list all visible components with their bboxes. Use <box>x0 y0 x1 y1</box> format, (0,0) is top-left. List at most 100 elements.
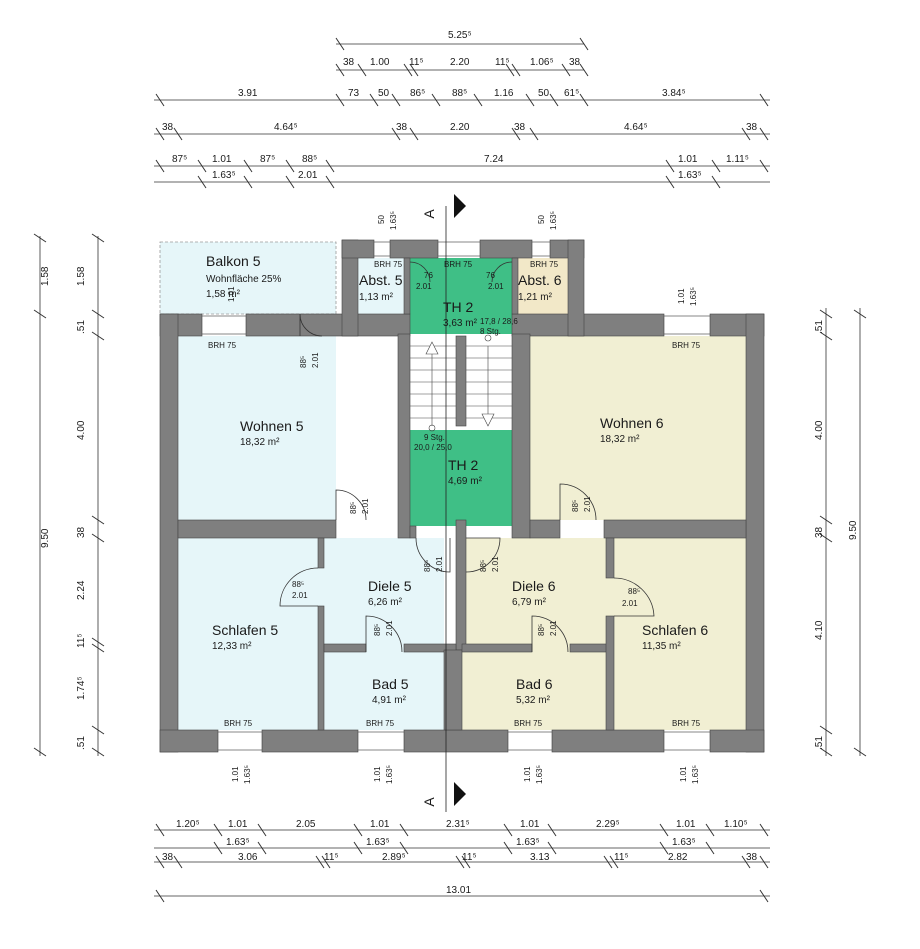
door-label-h: 2.01 <box>292 591 308 600</box>
diele5-name: Diele 5 <box>368 578 412 594</box>
dim-right-outer-0: 9.50 <box>848 520 859 540</box>
th2-lower-area: 4,69 m² <box>448 476 483 487</box>
door-label-w: 88⁵ <box>299 356 308 368</box>
wall-wohnen6-bottom-2 <box>603 519 747 539</box>
wall-bad5-top-2 <box>403 643 457 653</box>
dim-top-r5-6: 1.11⁵ <box>726 154 749 165</box>
dim-top-r2-0: 38 <box>343 57 355 68</box>
window-bad6 <box>507 731 553 751</box>
dim-top-r1-0: 5.25⁵ <box>448 30 472 41</box>
door-label-w: 88⁵ <box>571 500 580 512</box>
wohnen6-area: 18,32 m² <box>600 434 640 445</box>
right-dimension-chains: .51 4.00 38 4.10 .51 9.50 <box>814 308 867 757</box>
dim-left-outer-1: 9.50 <box>40 528 51 548</box>
dim-top-r5-0: 87⁵ <box>172 154 187 165</box>
window-label-w: 1.01 <box>677 288 686 304</box>
bad6-area: 5,32 m² <box>516 695 551 706</box>
section-label-bottom: A <box>421 797 437 807</box>
stair-core <box>455 335 467 427</box>
dim-bot-r1-sub-0: 1.63⁵ <box>226 837 250 848</box>
window-wohnen6 <box>663 315 711 335</box>
section-label-top: A <box>421 209 437 219</box>
dim-bot-r1-5: 1.01 <box>520 819 540 830</box>
dim-top-r4-4: 38 <box>514 122 526 133</box>
dim-top-r4-2: 38 <box>396 122 408 133</box>
schlafen6-name: Schlafen 6 <box>642 622 708 638</box>
stair-upper-note-1: 17,8 / 28,6 <box>480 317 518 326</box>
dim-top-r5-sub-2: 1.63⁵ <box>678 170 702 181</box>
door-abst6 <box>491 261 513 283</box>
door-label-small-w: 76 <box>486 271 495 280</box>
dim-bot-r1-7: 1.01 <box>676 819 696 830</box>
bad5-area: 4,91 m² <box>372 695 407 706</box>
door-label-h: 2.01 <box>491 556 500 572</box>
door-label-h: 2.01 <box>416 282 432 291</box>
th2-lower-fill <box>410 430 512 526</box>
dim-top-r3-8: 3.84⁵ <box>662 88 686 99</box>
door-th2-right <box>465 537 501 573</box>
dim-bot-r1-1: 1.01 <box>228 819 248 830</box>
window-abst6 <box>531 241 551 257</box>
doors <box>279 261 655 653</box>
dim-top-r3-3: 86⁵ <box>410 88 425 99</box>
door-label-h: 2.01 <box>361 498 370 514</box>
annex-wall-top-1 <box>341 239 375 259</box>
brh-schlafen5: BRH 75 <box>224 719 253 728</box>
dim-top-r5-sub-0: 1.63⁵ <box>212 170 236 181</box>
window-label-h: 1.63⁵ <box>535 765 544 784</box>
door-th2-left <box>415 537 451 573</box>
dim-top-r3-1: 73 <box>348 88 360 99</box>
dim-left-inner-6: 1.74⁵ <box>76 676 87 700</box>
th2-upper-name: TH 2 <box>443 299 474 315</box>
dim-bot-r1-3: 1.01 <box>370 819 390 830</box>
stair-end-marker-icon <box>484 334 492 342</box>
left-dimension-chains: 1.58 9.50 1.58 .51 4.00 38 2.24 11⁵ 1.74… <box>33 233 105 757</box>
window-schlafen6 <box>663 731 711 751</box>
dim-bot-r2-1: 3.06 <box>238 852 258 863</box>
annex-partition-left <box>403 257 411 315</box>
wall-diele5-left <box>317 537 325 569</box>
door-label-h: 2.01 <box>385 620 394 636</box>
diele-5-fill <box>322 538 444 648</box>
door-label-w: 88⁵ <box>423 560 432 572</box>
dim-left-inner-4: 2.24 <box>76 580 87 600</box>
wall-th2-bottom-2 <box>455 519 467 651</box>
annex-partition-right <box>511 257 519 315</box>
dim-top-r3-5: 1.16 <box>494 88 514 99</box>
brh-th2: BRH 75 <box>444 260 473 269</box>
stair-lower-note-1: 9 Stg. <box>424 433 445 442</box>
window-label-w: 50 <box>537 215 546 224</box>
diele6-name: Diele 6 <box>512 578 556 594</box>
wall-bottom-2 <box>261 729 359 753</box>
diele5-area: 6,26 m² <box>368 597 403 608</box>
balkon5-area: 1,58 m² <box>206 289 241 300</box>
windows <box>201 241 711 751</box>
dim-left-inner-0: 1.58 <box>76 266 87 286</box>
dim-bot-r1-0: 1.20⁵ <box>176 819 200 830</box>
door-schlafen6 <box>613 577 655 617</box>
window-label-h: 1.63⁵ <box>389 211 398 230</box>
door-label-h: 2.01 <box>435 556 444 572</box>
dim-top-r5-1: 1.01 <box>212 154 232 165</box>
wall-bottom-5 <box>709 729 765 753</box>
window-abst5 <box>373 241 391 257</box>
annex-wall-top-3 <box>479 239 533 259</box>
wall-wohnen5-bottom <box>177 519 337 539</box>
wall-top-left-2 <box>245 313 411 337</box>
door-bad5 <box>365 615 403 653</box>
window-label-h: 1.63⁵ <box>549 211 558 230</box>
dim-bot-r1-sub-3: 1.63⁵ <box>672 837 696 848</box>
wohnen5-area: 18,32 m² <box>240 437 280 448</box>
window-label-w: 1.01 <box>523 766 532 782</box>
dim-top-r4-0: 38 <box>162 122 174 133</box>
dim-right-inner-0: .51 <box>814 320 825 334</box>
bad5-name: Bad 5 <box>372 676 409 692</box>
wall-wohnen6-bottom <box>529 519 561 539</box>
abst6-name: Abst. 6 <box>518 272 562 288</box>
wall-bad6-top <box>461 643 533 653</box>
dim-bot-r1-sub-2: 1.63⁵ <box>516 837 540 848</box>
walls <box>159 239 765 753</box>
door-label-w: 88⁵ <box>479 560 488 572</box>
stair-wall-left <box>397 333 411 539</box>
